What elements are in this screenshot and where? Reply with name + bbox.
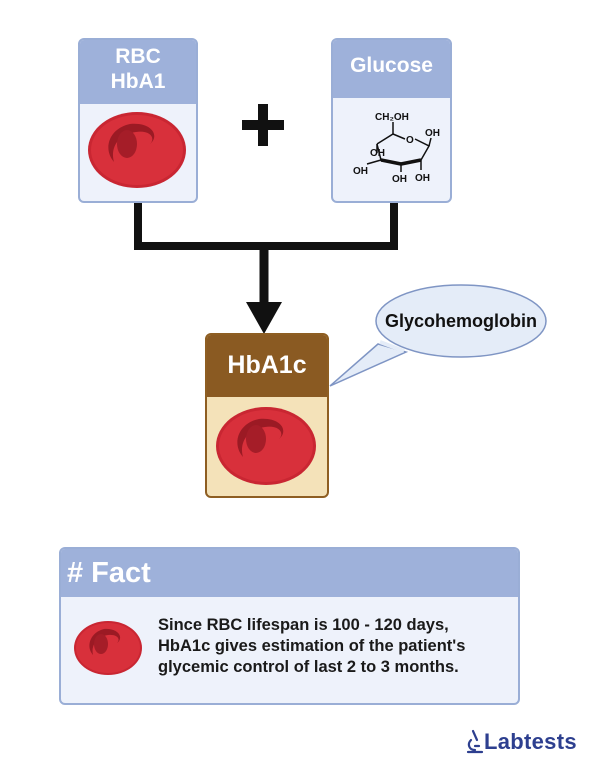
red-blood-cell-icon (74, 621, 142, 675)
red-blood-cell-icon (88, 112, 186, 188)
fact-box: # Fact Since RBC lifespan is 100 - 120 d… (59, 547, 520, 705)
oh-label-2: OH (353, 166, 368, 177)
logo-text: Labtests (484, 729, 577, 754)
plus-icon (242, 104, 284, 146)
microscope-icon (466, 729, 484, 754)
ring-oxygen-label: O (406, 135, 414, 146)
arrow-down-icon (246, 302, 282, 334)
ch2oh-label: CH₂OH (375, 112, 409, 123)
fact-text: Since RBC lifespan is 100 - 120 days, Hb… (158, 615, 514, 678)
hba1c-card: HbA1c (205, 333, 329, 498)
rbc-hba1-card: RBC HbA1 (78, 38, 198, 203)
oh-label-1: OH (370, 148, 385, 159)
glucose-card-title: Glucose (333, 40, 450, 98)
fact-line-3: glycemic control of last 2 to 3 months. (158, 658, 459, 676)
bubble-label: Glycohemoglobin (384, 311, 537, 331)
red-blood-cell-icon (216, 407, 316, 485)
rbc-card-title-line2: HbA1 (110, 70, 166, 93)
rbc-card-header: RBC HbA1 (80, 40, 196, 104)
fact-line-2: HbA1c gives estimation of the patient's (158, 637, 466, 655)
oh-label-5: OH (425, 128, 440, 139)
fact-title: # Fact (61, 549, 518, 597)
fact-line-1: Since RBC lifespan is 100 - 120 days, (158, 616, 449, 634)
speech-bubble (329, 284, 547, 387)
glucose-card: Glucose CH₂OH O OH OH OH OH OH (331, 38, 452, 203)
rbc-card-title-line1: RBC (115, 45, 161, 68)
oh-label-3: OH (392, 174, 407, 185)
oh-label-4: OH (415, 173, 430, 184)
hba1c-card-title: HbA1c (207, 335, 327, 397)
glucose-structure-icon: CH₂OH O OH OH OH OH OH (353, 112, 440, 185)
